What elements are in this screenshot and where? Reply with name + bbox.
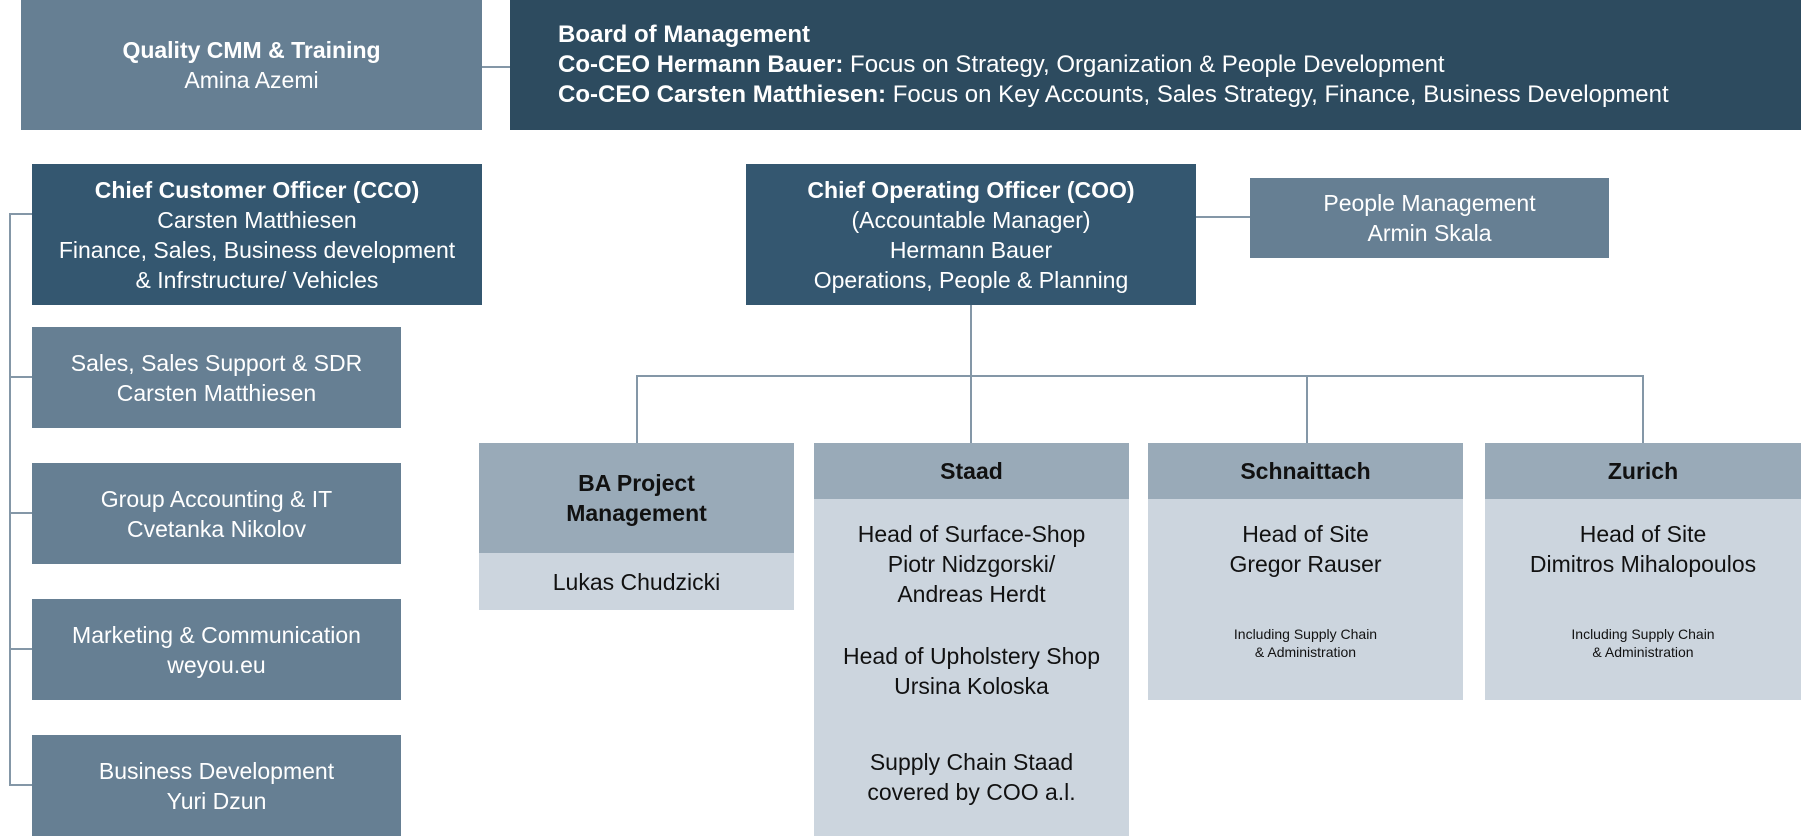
unit-role: Head of Site: [1579, 521, 1707, 547]
connector-cco-child-4: [9, 784, 32, 786]
unit-note-1: Including Supply Chain: [1571, 626, 1715, 642]
unit-head-label: Zurich: [1607, 457, 1679, 484]
unit-body: Head of Site Dimitros Mihalopoulos Inclu…: [1485, 499, 1801, 700]
cco-child-title: Business Development: [98, 757, 335, 784]
quality-name: Amina Azemi: [184, 67, 319, 93]
unit-head: Staad: [814, 443, 1129, 499]
group-role: Supply Chain Staad: [869, 749, 1074, 775]
connector-cco-top: [9, 213, 32, 215]
unit-head: BA Project Management: [479, 443, 794, 553]
board-title: Board of Management: [558, 21, 811, 48]
unit-note-2: & Administration: [1254, 644, 1357, 660]
unit-schnaittach: Schnaittach Head of Site Gregor Rauser I…: [1148, 443, 1463, 700]
connector-cco-child-3: [9, 648, 32, 650]
cco-child-name: Carsten Matthiesen: [116, 379, 317, 406]
board-of-management-box: Board of Management Co-CEO Hermann Bauer…: [510, 0, 1801, 130]
cco-child-name: Cvetanka Nikolov: [127, 515, 306, 542]
connector-unit-ba: [636, 375, 638, 443]
group-line: Piotr Nidzgorski/: [887, 551, 1056, 577]
unit-person: Lukas Chudzicki: [552, 568, 721, 595]
unit-head-label: Staad: [940, 457, 1003, 484]
connector-unit-zurich: [1642, 375, 1644, 443]
board-line-1-label: Co-CEO Hermann Bauer:: [558, 51, 844, 78]
unit-note-1: Including Supply Chain: [1233, 626, 1378, 642]
coo-subtitle: (Accountable Manager): [851, 206, 1091, 233]
connector-unit-schnaittach: [1306, 375, 1308, 443]
quality-title: Quality CMM & Training: [122, 37, 381, 63]
connector-quality-board: [482, 66, 510, 68]
cco-child-accounting: Group Accounting & IT Cvetanka Nikolov: [32, 463, 401, 564]
unit-body: Head of Site Gregor Rauser Including Sup…: [1148, 499, 1463, 700]
coo-title: Chief Operating Officer (COO): [807, 176, 1135, 203]
cco-child-name: Yuri Dzun: [166, 787, 267, 814]
unit-head: Zurich: [1485, 443, 1801, 499]
unit-note-2: & Administration: [1592, 644, 1694, 660]
unit-head-label: Schnaittach: [1240, 457, 1371, 484]
connector-cco-spine: [9, 213, 11, 786]
group-line: covered by COO a.l.: [867, 779, 1076, 805]
unit-head-line-1: BA Project: [578, 470, 695, 496]
cco-scope-2: & Infrstructure/ Vehicles: [135, 266, 379, 293]
board-line-2-label: Co-CEO Carsten Matthiesen:: [558, 81, 887, 108]
cco-name: Carsten Matthiesen: [157, 206, 357, 233]
connector-cco-child-2: [9, 512, 32, 514]
people-name: Armin Skala: [1367, 220, 1492, 246]
group-line: Ursina Koloska: [894, 673, 1049, 699]
unit-zurich: Zurich Head of Site Dimitros Mihalopoulo…: [1485, 443, 1801, 700]
coo-scope: Operations, People & Planning: [813, 266, 1129, 293]
unit-ba-project-management: BA Project Management Lukas Chudzicki: [479, 443, 794, 610]
board-line-2-text: Focus on Key Accounts, Sales Strategy, F…: [886, 81, 1669, 108]
staad-group-upholstery: Head of Upholstery Shop Ursina Koloska: [814, 641, 1129, 701]
people-title: People Management: [1323, 190, 1536, 216]
board-line-1: Co-CEO Hermann Bauer: Focus on Strategy,…: [558, 50, 1445, 80]
coo-name: Hermann Bauer: [889, 236, 1053, 263]
cco-child-title: Marketing & Communication: [72, 621, 361, 648]
board-line-2: Co-CEO Carsten Matthiesen: Focus on Key …: [558, 80, 1669, 110]
unit-person: Dimitros Mihalopoulos: [1529, 551, 1757, 577]
cco-box: Chief Customer Officer (CCO) Carsten Mat…: [32, 164, 482, 305]
staad-group-supply-chain: Supply Chain Staad covered by COO a.l.: [814, 747, 1129, 807]
board-line-1-text: Focus on Strategy, Organization & People…: [843, 51, 1445, 78]
cco-child-name: weyou.eu: [167, 651, 266, 678]
people-management-box: People Management Armin Skala: [1250, 178, 1609, 258]
cco-child-marketing: Marketing & Communication weyou.eu: [32, 599, 401, 700]
staad-group-surface-shop: Head of Surface-Shop Piotr Nidzgorski/ A…: [814, 519, 1129, 609]
group-role: Head of Surface-Shop: [857, 521, 1086, 547]
group-role: Head of Upholstery Shop: [843, 643, 1100, 669]
unit-role: Head of Site: [1242, 521, 1369, 547]
unit-person: Gregor Rauser: [1229, 551, 1382, 577]
connector-units-bar: [636, 375, 1644, 377]
connector-cco-child-1: [9, 376, 32, 378]
unit-staad: Staad Head of Surface-Shop Piotr Nidzgor…: [814, 443, 1129, 836]
quality-cmm-training-box: Quality CMM & Training Amina Azemi: [21, 0, 482, 130]
coo-box: Chief Operating Officer (COO) (Accountab…: [746, 164, 1196, 305]
cco-title: Chief Customer Officer (CCO): [94, 176, 420, 203]
cco-child-sales: Sales, Sales Support & SDR Carsten Matth…: [32, 327, 401, 428]
group-line: Andreas Herdt: [897, 581, 1046, 607]
cco-scope-1: Finance, Sales, Business development: [58, 236, 456, 263]
unit-body: Head of Surface-Shop Piotr Nidzgorski/ A…: [814, 499, 1129, 836]
cco-child-title: Group Accounting & IT: [100, 485, 333, 512]
cco-child-title: Sales, Sales Support & SDR: [70, 349, 363, 376]
unit-head: Schnaittach: [1148, 443, 1463, 499]
connector-coo-people: [1196, 216, 1250, 218]
unit-head-line-2: Management: [566, 500, 707, 526]
unit-body: Lukas Chudzicki: [479, 553, 794, 610]
connector-coo-down: [970, 305, 972, 443]
cco-child-business-development: Business Development Yuri Dzun: [32, 735, 401, 836]
